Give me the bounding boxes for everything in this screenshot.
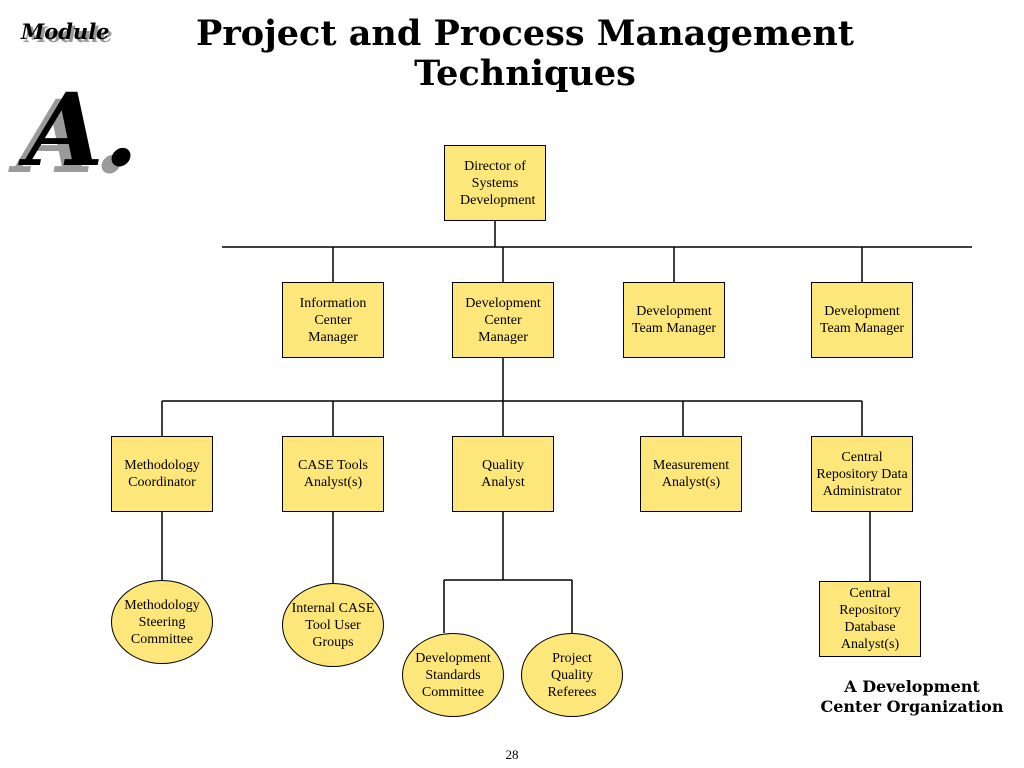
page-number: 28 (505, 747, 519, 762)
measurement-analyst-box: Measurement Analyst(s) (640, 436, 742, 512)
director-box: Director of Systems Development (444, 145, 546, 221)
methodology-steering-committee-label: Methodology Steering Committee (124, 597, 200, 647)
logo-word: Module (20, 19, 110, 44)
chart-caption: A Development Center Organization (820, 677, 1004, 716)
development-center-manager-label: Development Center Manager (465, 295, 541, 345)
methodology-steering-committee-oval: Methodology Steering Committee (111, 580, 213, 664)
case-tools-analyst-box: CASE Tools Analyst(s) (282, 436, 384, 512)
project-quality-referees-oval: Project Quality Referees (521, 633, 623, 717)
development-standards-committee-label: Development Standards Committee (415, 650, 491, 700)
methodology-coordinator-label: Methodology Coordinator (124, 458, 200, 490)
project-quality-referees-label: Project Quality Referees (547, 650, 597, 700)
logo-word-shadow: Module (23, 22, 113, 47)
development-team-manager-box-2: Development Team Manager (811, 282, 913, 358)
central-repository-database-analyst-box: Central Repository Database Analyst(s) (819, 581, 921, 657)
development-center-manager-box: Development Center Manager (452, 282, 554, 358)
information-center-manager-box: Information Center Manager (282, 282, 384, 358)
quality-analyst-label: Quality Analyst (481, 458, 525, 490)
logo-letter-shadow: A. (8, 78, 128, 180)
development-team-manager-label-1: Development Team Manager (631, 304, 717, 336)
quality-analyst-box: Quality Analyst (452, 436, 554, 512)
internal-case-tool-user-groups-label: Internal CASE Tool User Groups (291, 600, 375, 650)
measurement-analyst-label: Measurement Analyst(s) (652, 458, 730, 490)
case-tools-analyst-label: CASE Tools Analyst(s) (298, 458, 368, 490)
information-center-manager-label: Information Center Manager (299, 295, 367, 345)
central-repository-data-administrator-label: Central Repository Data Administrator (816, 449, 908, 499)
central-repository-data-administrator-box: Central Repository Data Administrator (811, 436, 913, 512)
development-team-manager-label-2: Development Team Manager (819, 304, 905, 336)
module-a-logo: Module Module A. A. (8, 19, 138, 180)
development-standards-committee-oval: Development Standards Committee (402, 633, 504, 717)
logo-letter: A. (18, 71, 138, 180)
slide-title: Project and Process Management Technique… (196, 13, 854, 94)
central-repository-database-analyst-label: Central Repository Database Analyst(s) (839, 586, 901, 652)
director-label: Director of Systems Development (460, 158, 536, 208)
methodology-coordinator-box: Methodology Coordinator (111, 436, 213, 512)
internal-case-tool-user-groups-oval: Internal CASE Tool User Groups (282, 583, 384, 667)
development-team-manager-box-1: Development Team Manager (623, 282, 725, 358)
